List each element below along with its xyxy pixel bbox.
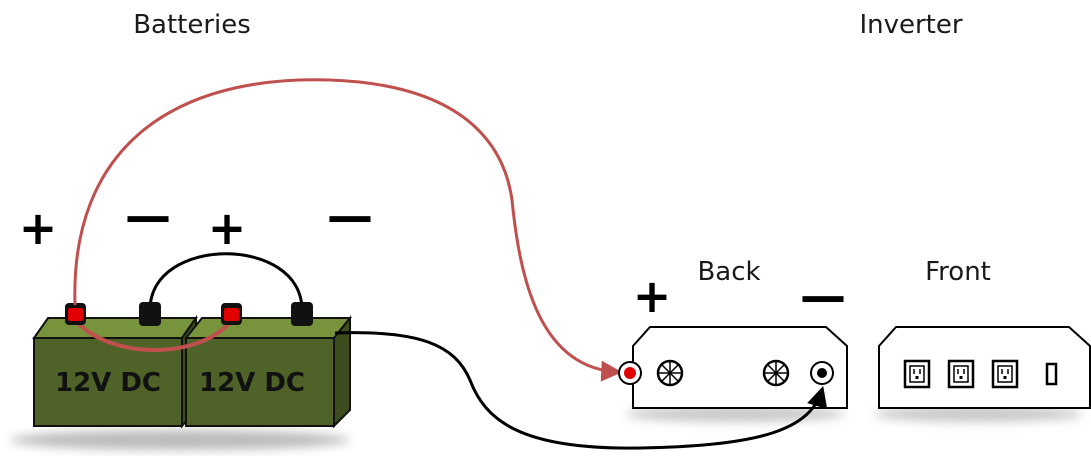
battery-2: 12V DC: [183, 315, 353, 429]
battery-1-negative-terminal: [139, 302, 161, 326]
battery-2-negative-terminal: [291, 302, 313, 326]
battery-shadow: [10, 430, 350, 450]
jumper-wire-positive: [73, 318, 234, 352]
battery-1-plus-sign: +: [19, 201, 58, 255]
negative-input-terminal: [810, 361, 834, 385]
battery-2-positive-terminal: [221, 303, 242, 325]
inverter-plus-sign: +: [633, 269, 672, 323]
usb-port-icon: [1045, 362, 1058, 386]
negative-wire: [334, 331, 828, 450]
outlet-icon: [903, 359, 931, 389]
battery-1-minus-sign: —: [125, 189, 171, 243]
outlet-icon: [991, 359, 1019, 389]
battery-2-label: 12V DC: [199, 368, 305, 398]
battery-2-minus-sign: —: [327, 189, 373, 243]
battery-2-plus-sign: +: [208, 201, 247, 255]
positive-wire: [73, 78, 623, 382]
jumper-wire-negative: [148, 252, 304, 311]
inverter-front: [878, 326, 1091, 409]
inverter-back: [618, 326, 848, 409]
inverter-minus-sign: —: [800, 269, 846, 323]
inverter-back-label: Back: [697, 257, 760, 287]
inverter-front-shadow: [873, 406, 1083, 422]
fan-icon: [762, 359, 790, 387]
inverter-title: Inverter: [859, 10, 962, 40]
outlet-icon: [947, 359, 975, 389]
positive-input-terminal: [618, 361, 642, 385]
battery-1-positive-terminal: [65, 303, 86, 325]
inverter-back-shadow: [625, 406, 845, 422]
batteries-title: Batteries: [133, 10, 251, 40]
inverter-front-label: Front: [925, 257, 991, 287]
fan-icon: [656, 359, 684, 387]
battery-1-label: 12V DC: [55, 368, 161, 398]
battery-1: 12V DC: [32, 314, 198, 429]
